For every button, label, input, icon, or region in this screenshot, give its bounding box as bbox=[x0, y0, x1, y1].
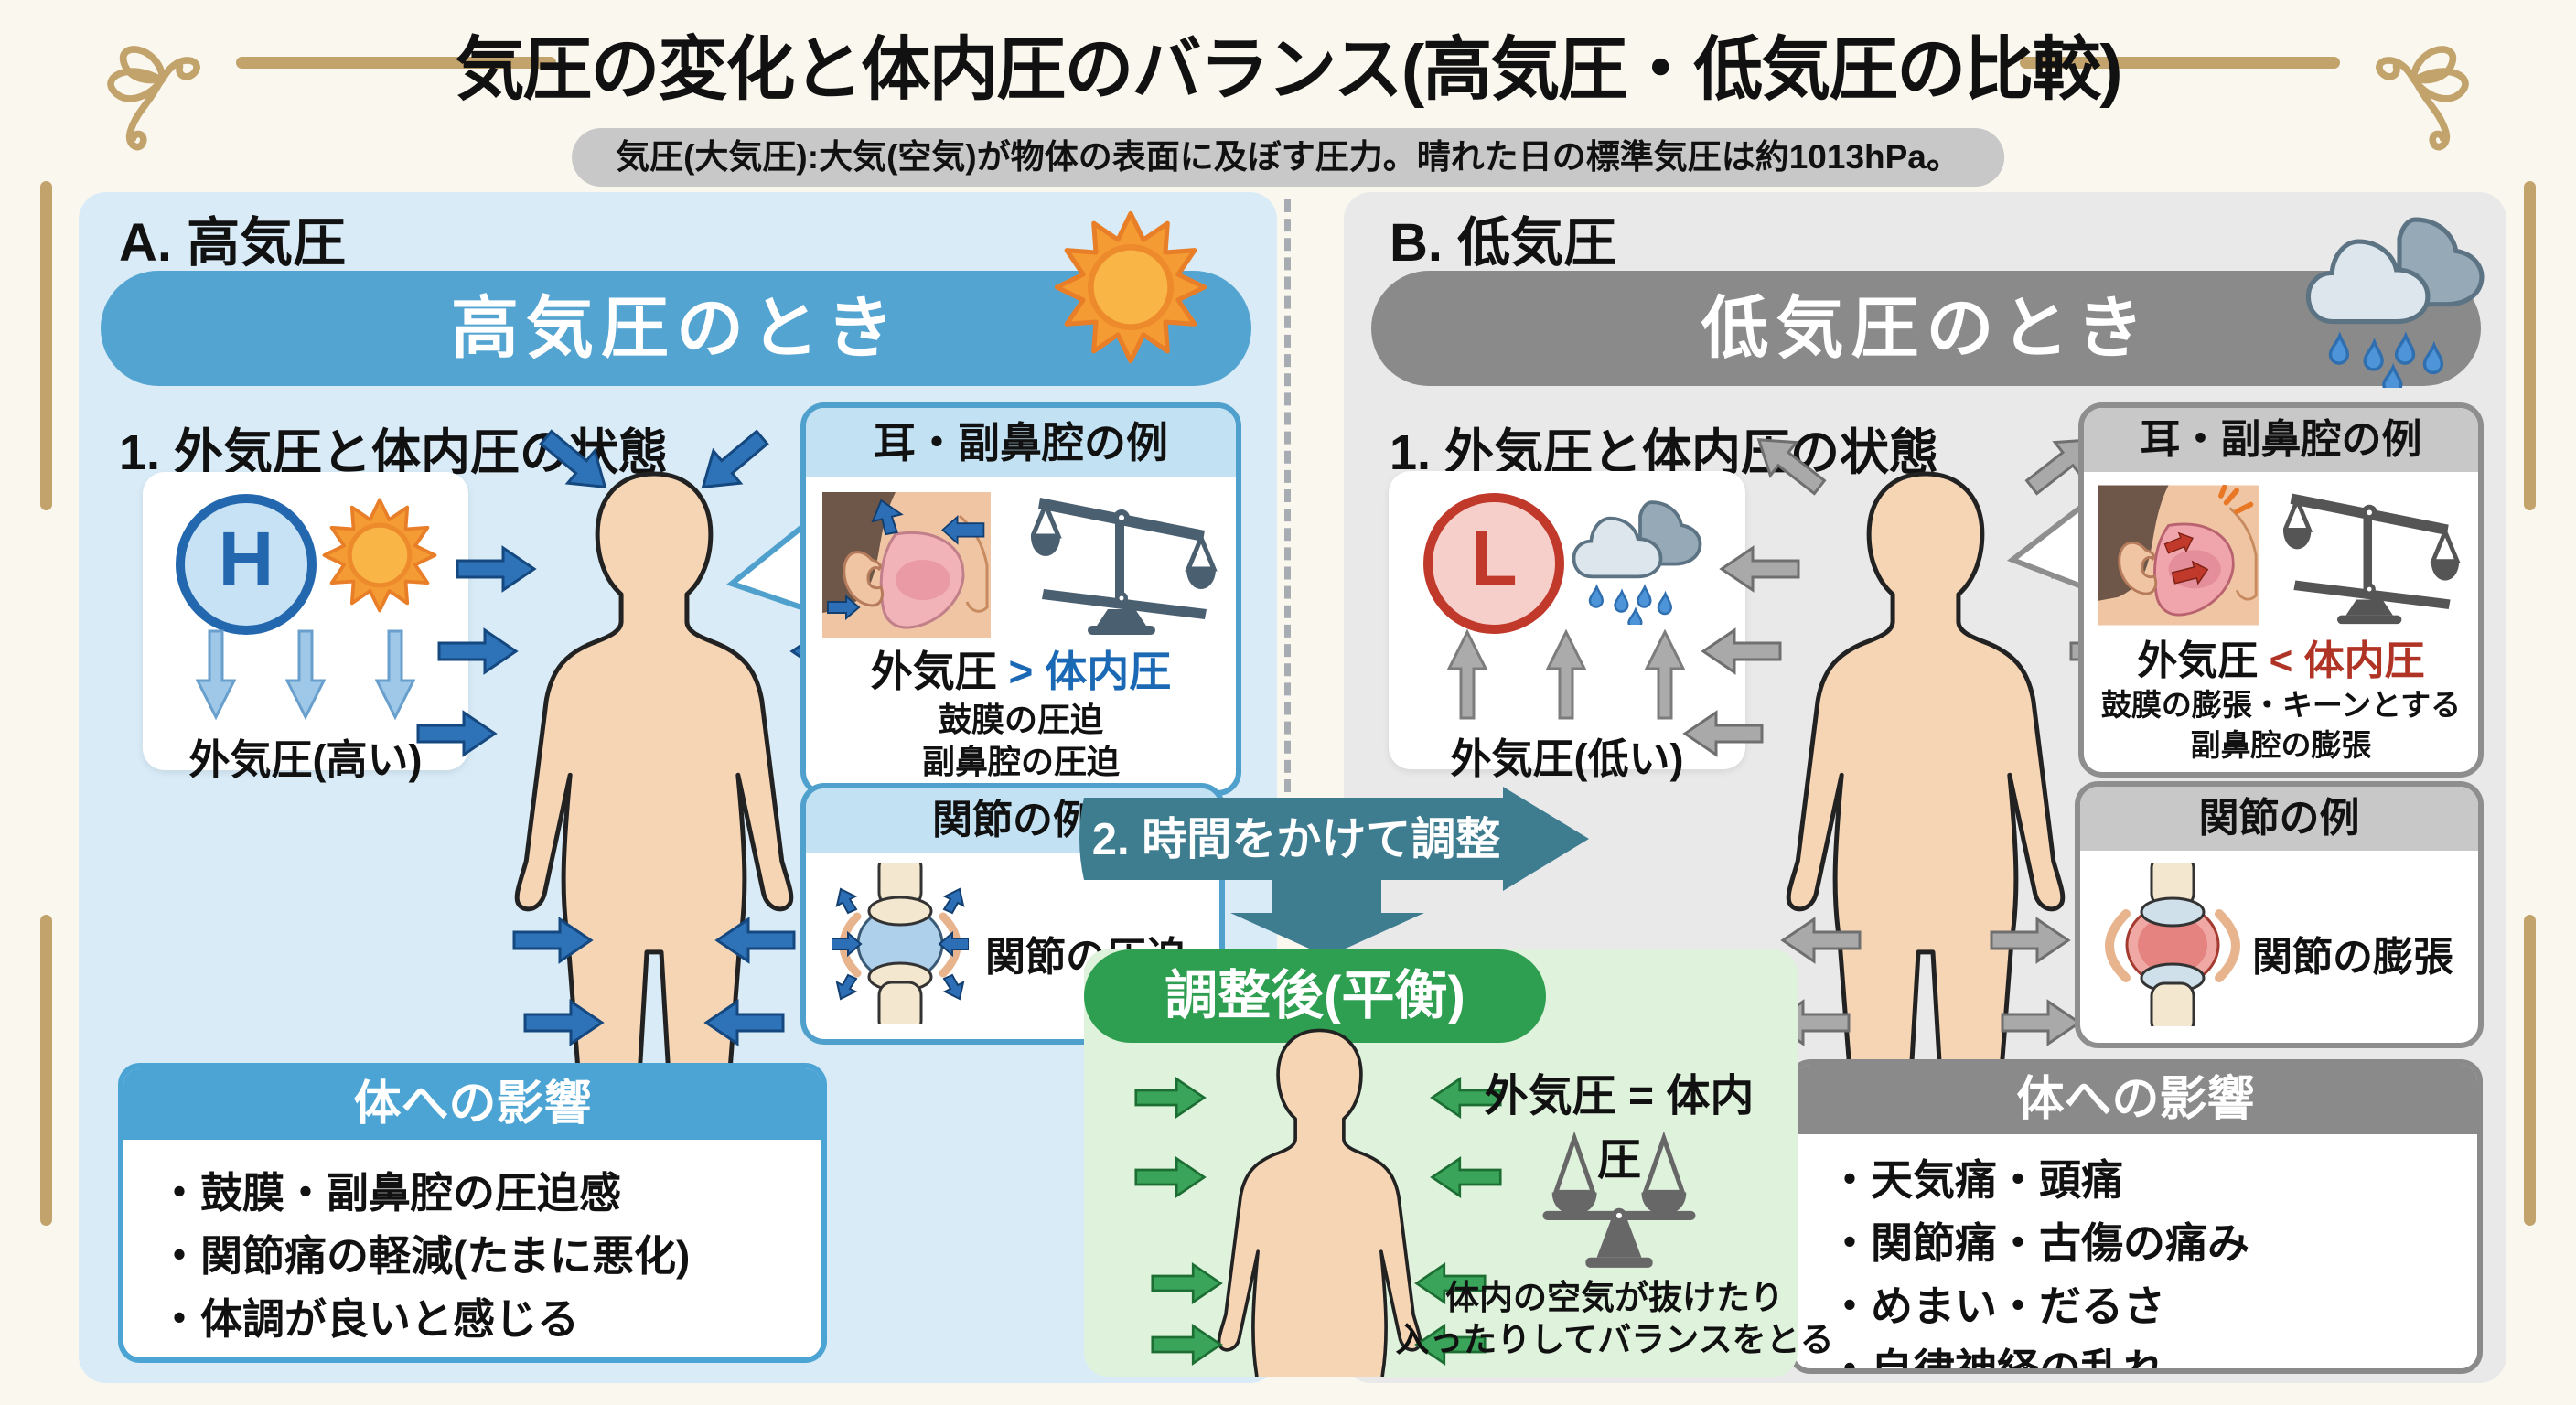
rain-cloud-icon bbox=[2305, 207, 2494, 388]
effect-item: ・天気痛・頭痛 bbox=[1829, 1156, 2123, 1204]
cmp-op: < bbox=[2258, 638, 2304, 683]
equilibrium-title: 調整後(平衡) bbox=[1084, 949, 1546, 1043]
ear-sinus-example-box-low: 耳・副鼻腔の例 外気圧 < 体内圧 鼓膜の膨張・キーンとする 副鼻腔の膨張 bbox=[2078, 402, 2484, 778]
low-pressure-caption: 外気圧(低い) bbox=[1450, 735, 1684, 782]
panel-a-label: A. 高気圧 bbox=[119, 213, 347, 273]
cmp-left: 外気圧 bbox=[870, 648, 997, 695]
adjustment-flow-arrow bbox=[1079, 787, 1589, 957]
balanced-arrow bbox=[1151, 1260, 1224, 1306]
pressure-up-arrow bbox=[1447, 628, 1487, 720]
ear-sinus-illustration bbox=[2098, 485, 2259, 626]
balance-scale-icon bbox=[2283, 483, 2462, 627]
joint-illustration bbox=[2105, 863, 2240, 1026]
balanced-arrow bbox=[1134, 1154, 1208, 1200]
rain-cloud-icon bbox=[1572, 493, 1709, 625]
ear-box-title: 耳・副鼻腔の例 bbox=[806, 408, 1236, 477]
panel-divider bbox=[1284, 199, 1291, 792]
sun-icon bbox=[1054, 210, 1208, 364]
adjustment-arrow-label: 2. 時間をかけて調整 bbox=[1091, 815, 1501, 864]
frame-line bbox=[2524, 181, 2536, 510]
effect-item: ・体調が良いと感じる bbox=[158, 1295, 579, 1343]
cmp-right: 体内圧 bbox=[2303, 638, 2425, 683]
ear-box-title: 耳・副鼻腔の例 bbox=[2084, 408, 2478, 472]
effect-item: ・鼓膜・副鼻腔の圧迫感 bbox=[158, 1169, 621, 1217]
speech-tail bbox=[2006, 502, 2086, 590]
body-effects-box-low: 体への影響 ・天気痛・頭痛 ・関節痛・古傷の痛み ・めまい・だるさ ・自律神経の… bbox=[1788, 1059, 2483, 1374]
low-pressure-card: L 外気圧(低い) bbox=[1389, 471, 1745, 782]
inward-arrow bbox=[703, 997, 785, 1048]
body-effects-box-high: 体への影響 ・鼓膜・副鼻腔の圧迫感 ・関節痛の軽減(たまに悪化) ・体調が良いと… bbox=[118, 1063, 827, 1363]
frame-line bbox=[2020, 57, 2340, 69]
pressure-up-arrow bbox=[1546, 628, 1586, 720]
pressure-down-arrow bbox=[196, 629, 236, 721]
equilibrium-note-line1: 体内の空気が抜けたり bbox=[1445, 1279, 1784, 1316]
outward-arrow bbox=[1700, 626, 1782, 677]
high-pressure-symbol: H bbox=[176, 494, 317, 635]
outward-arrow bbox=[1718, 543, 1800, 595]
frame-line bbox=[2524, 915, 2536, 1226]
page-title: 気圧の変化と体内圧のバランス(高気圧・低気圧の比較) bbox=[455, 31, 2122, 109]
high-pressure-caption: 外気圧(高い) bbox=[188, 736, 423, 783]
pressure-comparison-high: 外気圧 > 体内圧 bbox=[806, 638, 1236, 699]
balance-scale-icon bbox=[1031, 487, 1218, 638]
joint-illustration bbox=[832, 863, 969, 1024]
joint-box-title: 関節の例 bbox=[2080, 787, 2478, 851]
inward-arrow bbox=[416, 708, 499, 759]
panel-b-label: B. 低気圧 bbox=[1390, 213, 1617, 273]
frame-line bbox=[236, 57, 556, 69]
inward-arrow bbox=[456, 543, 538, 595]
sun-icon bbox=[322, 498, 437, 613]
balanced-scale-icon bbox=[1491, 1118, 1747, 1271]
balanced-arrow bbox=[1151, 1322, 1224, 1367]
balanced-arrow bbox=[1134, 1075, 1208, 1121]
ear-effect-line1: 鼓膜の膨張・キーンとする bbox=[2100, 688, 2462, 722]
inward-arrow bbox=[523, 997, 606, 1048]
ear-sinus-illustration bbox=[822, 492, 991, 638]
inward-arrow bbox=[714, 915, 796, 966]
effects-title: 体への影響 bbox=[123, 1068, 821, 1140]
panel-b-banner: 低気圧のとき bbox=[1371, 271, 2481, 386]
pressure-comparison-low: 外気圧 < 体内圧 bbox=[2084, 627, 2478, 686]
effect-item: ・自律神経の乱れ bbox=[1829, 1346, 2165, 1374]
inward-arrow bbox=[437, 626, 520, 677]
ear-effect-line1: 鼓膜の圧迫 bbox=[938, 701, 1103, 738]
pressure-down-arrow bbox=[375, 629, 415, 721]
cmp-left: 外気圧 bbox=[2137, 638, 2259, 683]
effect-item: ・関節痛・古傷の痛み bbox=[1829, 1219, 2249, 1267]
cmp-right: 体内圧 bbox=[1045, 648, 1172, 695]
joint-example-box-low: 関節の例 関節の膨張 bbox=[2075, 781, 2484, 1048]
speech-tail bbox=[725, 520, 809, 612]
ear-effect-line2: 副鼻腔の膨張 bbox=[2190, 728, 2372, 762]
outward-arrow bbox=[2001, 997, 2083, 1048]
outward-arrow bbox=[1990, 915, 2072, 966]
cmp-op: > bbox=[996, 648, 1046, 695]
joint-effect-caption: 関節の膨張 bbox=[2252, 935, 2453, 980]
pressure-up-arrow bbox=[1645, 628, 1685, 720]
low-pressure-symbol: L bbox=[1423, 493, 1564, 634]
pressure-equation: 外気圧 = 体内圧 bbox=[1484, 1072, 1755, 1185]
pressure-down-arrow bbox=[285, 629, 326, 721]
outward-arrow bbox=[1681, 708, 1764, 759]
frame-line bbox=[40, 915, 52, 1226]
frame-line bbox=[40, 181, 52, 510]
ear-effect-line2: 副鼻腔の圧迫 bbox=[921, 743, 1120, 780]
ear-sinus-example-box-high: 耳・副鼻腔の例 外気圧 > 体内圧 鼓膜の圧迫 副鼻腔の圧迫 bbox=[800, 402, 1241, 796]
definition-note: 気圧(大気圧):大気(空気)が物体の表面に及ぼす圧力。晴れた日の標準気圧は約10… bbox=[572, 128, 2004, 187]
effect-item: ・めまい・だるさ bbox=[1829, 1282, 2165, 1330]
effects-title: 体への影響 bbox=[1794, 1065, 2477, 1134]
inward-arrow bbox=[512, 915, 595, 966]
high-pressure-card: H 外気圧(高い) bbox=[143, 472, 468, 783]
equilibrium-note-line2: 入ったりしてバランスをとる bbox=[1395, 1321, 1834, 1358]
effect-item: ・関節痛の軽減(たまに悪化) bbox=[158, 1232, 691, 1280]
